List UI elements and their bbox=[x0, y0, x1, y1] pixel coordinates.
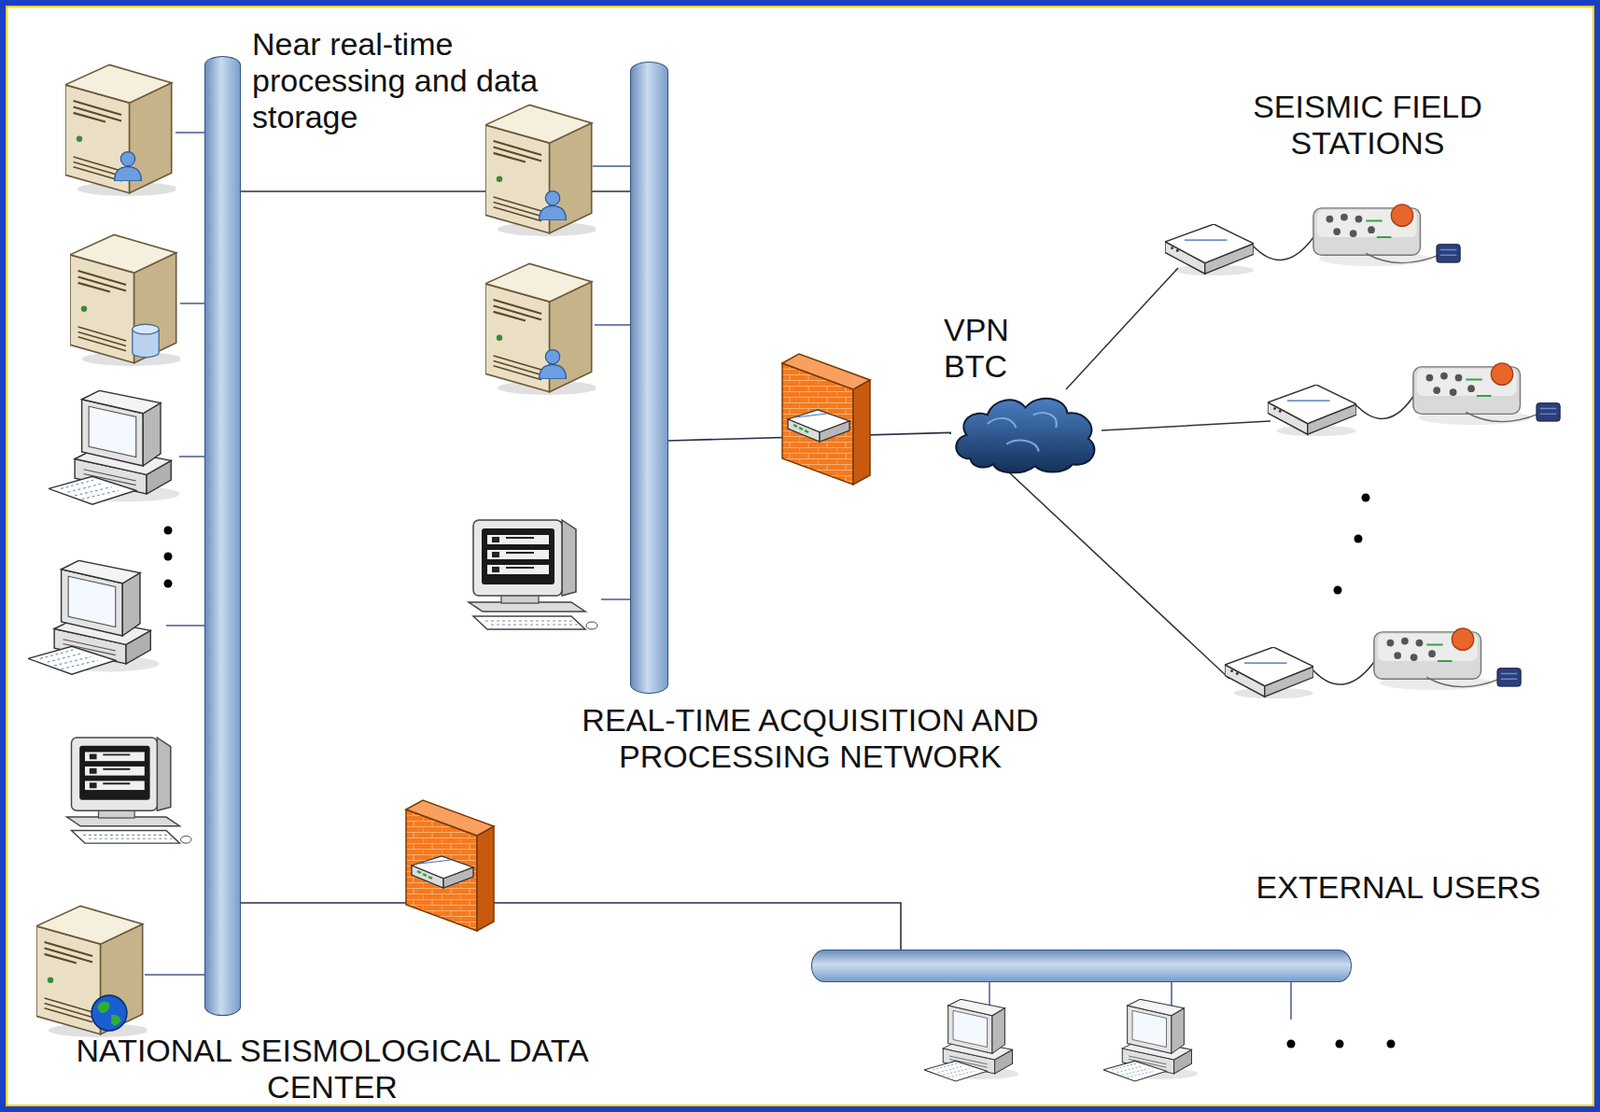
ellipsis-dots bbox=[164, 493, 1396, 1049]
seismic-station-icon bbox=[1374, 628, 1521, 690]
node-title: NATIONAL SEISMOLOGICAL DATA CENTER bbox=[42, 1032, 622, 1106]
backbone-bus: NATIONAL SEISMOLOGICAL DATA CENTER bbox=[204, 56, 241, 1016]
group-title: Near real-time processing and data stora… bbox=[252, 26, 589, 136]
server-icon bbox=[65, 64, 178, 197]
node-title: REAL-TIME ACQUISITION AND PROCESSING NET… bbox=[530, 701, 1091, 775]
backbone-bus: REAL-TIME ACQUISITION AND PROCESSING NET… bbox=[630, 61, 669, 694]
vpn-cloud: VPN BTC bbox=[949, 387, 1102, 475]
server-icon bbox=[70, 234, 183, 366]
modem-icon bbox=[1267, 384, 1357, 436]
desktop-pc-icon bbox=[1103, 998, 1198, 1081]
cloud-highlight bbox=[987, 412, 1057, 451]
firewall-icon bbox=[406, 800, 494, 931]
user-bus: EXTERNAL USERS bbox=[811, 949, 1352, 983]
device-icons bbox=[28, 64, 1560, 1081]
database-badge bbox=[132, 323, 159, 358]
user-badge bbox=[539, 191, 567, 221]
modem-icon bbox=[1164, 224, 1254, 276]
cloud-outline bbox=[955, 398, 1095, 474]
globe-badge bbox=[91, 995, 127, 1031]
server-icon bbox=[485, 263, 598, 395]
node-title: VPN BTC bbox=[943, 311, 1038, 385]
seismic-station-icon bbox=[1413, 363, 1560, 425]
server-icon bbox=[485, 104, 598, 237]
server-icon bbox=[36, 905, 149, 1038]
modem-icon bbox=[1224, 646, 1314, 699]
cloud-shape bbox=[949, 387, 1102, 475]
wires bbox=[144, 132, 1417, 1020]
user-badge bbox=[539, 350, 567, 379]
terminal-icon bbox=[67, 737, 192, 843]
seismic-station-icon bbox=[1313, 204, 1460, 267]
firewall-icon bbox=[782, 353, 871, 485]
network-link bbox=[240, 902, 901, 950]
desktop-pc-icon bbox=[48, 390, 181, 505]
terminal-icon bbox=[468, 519, 598, 630]
user-badge bbox=[114, 152, 142, 182]
group-title: SEISMIC FIELD STATIONS bbox=[1218, 88, 1517, 162]
desktop-pc-icon bbox=[924, 998, 1019, 1081]
node-title: EXTERNAL USERS bbox=[1256, 869, 1542, 906]
desktop-pc-icon bbox=[28, 560, 160, 674]
